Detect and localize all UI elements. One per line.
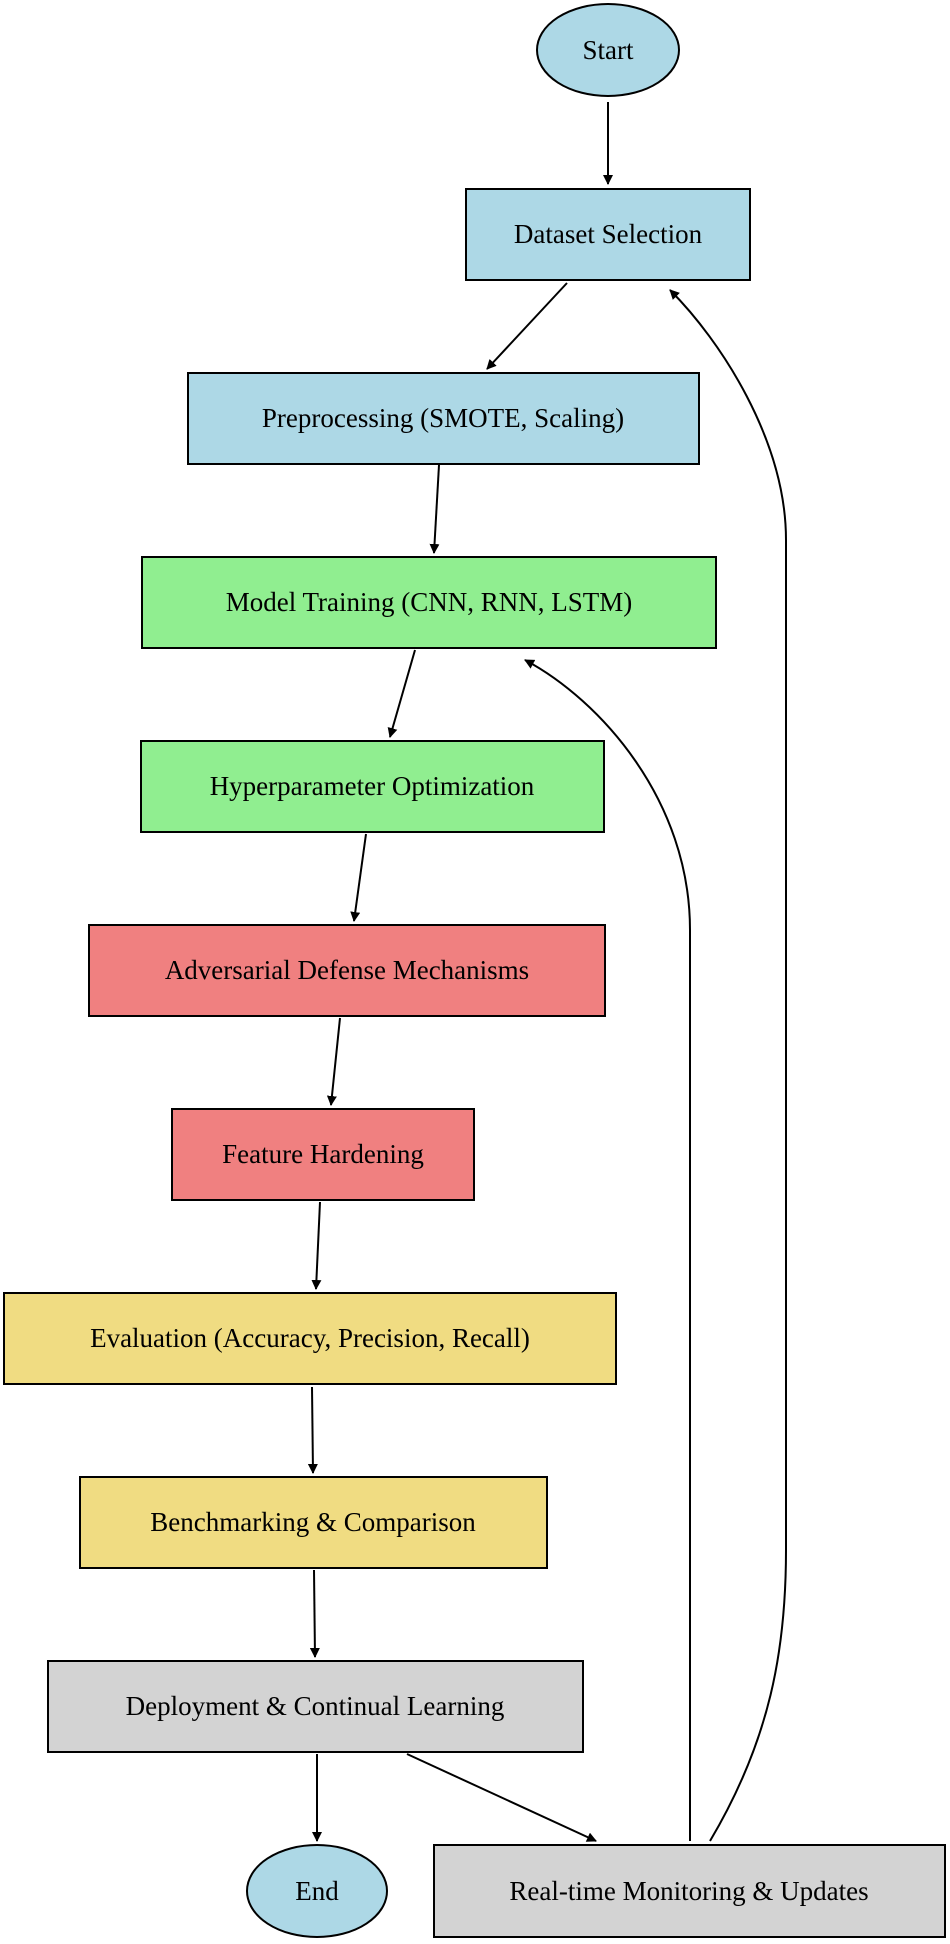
edge-model-training-to-hyperparameter-optimization [387,649,416,738]
node-adversarial-defense-label: Adversarial Defense Mechanisms [165,955,529,985]
edge-preprocessing-to-model-training [429,464,440,554]
node-feature-hardening-label: Feature Hardening [222,1139,424,1169]
node-monitoring: Real-time Monitoring & Updates [433,1844,946,1938]
edge-hyperparameter-optimization-to-adversarial-defense [350,833,367,922]
edge-feature-hardening-to-evaluation [311,1201,322,1290]
node-monitoring-label: Real-time Monitoring & Updates [509,1876,868,1906]
node-hyperparameter-optimization: Hyperparameter Optimization [140,740,605,833]
node-dataset-selection-label: Dataset Selection [514,219,703,249]
node-feature-hardening: Feature Hardening [171,1108,475,1201]
node-adversarial-defense: Adversarial Defense Mechanisms [88,924,606,1017]
node-evaluation: Evaluation (Accuracy, Precision, Recall) [3,1292,617,1385]
node-model-training: Model Training (CNN, RNN, LSTM) [141,556,717,649]
node-start: Start [536,3,680,97]
edge-benchmarking-to-deployment [309,1569,320,1658]
edge-monitoring-to-model-training [524,659,691,1841]
edge-evaluation-to-benchmarking [307,1386,318,1474]
node-end: End [246,1844,388,1938]
node-start-label: Start [583,35,634,65]
node-preprocessing: Preprocessing (SMOTE, Scaling) [187,372,700,465]
node-hyperparameter-optimization-label: Hyperparameter Optimization [210,771,535,801]
node-end-label: End [295,1876,339,1906]
edge-adversarial-defense-to-feature-hardening [326,1017,341,1106]
node-deployment: Deployment & Continual Learning [47,1660,584,1753]
node-preprocessing-label: Preprocessing (SMOTE, Scaling) [262,403,624,433]
node-evaluation-label: Evaluation (Accuracy, Precision, Recall) [90,1323,530,1353]
node-benchmarking-label: Benchmarking & Comparison [150,1507,476,1537]
node-model-training-label: Model Training (CNN, RNN, LSTM) [226,587,633,617]
edge-deployment-to-monitoring [406,1753,597,1842]
edge-monitoring-to-dataset-selection [669,289,787,1842]
edge-dataset-selection-to-preprocessing [486,282,568,370]
node-dataset-selection: Dataset Selection [465,188,751,281]
node-deployment-label: Deployment & Continual Learning [126,1691,505,1721]
node-benchmarking: Benchmarking & Comparison [79,1476,548,1569]
